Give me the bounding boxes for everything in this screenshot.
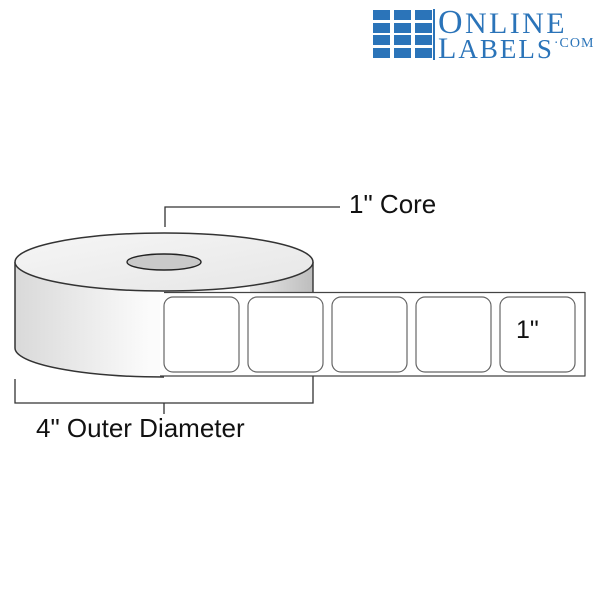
core-size-label: 1" Core [349,189,437,219]
outer-diameter-bracket [14,376,314,414]
label-strip [160,291,586,377]
logo-cap-o: O [438,4,465,41]
label-3 [331,296,408,373]
logo-dot-com: ·COM [553,36,595,51]
label-4 [415,296,492,373]
logo-online-rest: NLINE [464,7,567,40]
logo-labels-rest: ABELS [458,34,554,64]
label-1 [163,296,240,373]
logo-divider [433,9,435,60]
label-size-text: 1" [516,316,539,344]
online-labels-logo: ONLINE LABELS·COM [373,6,595,64]
label-5 [499,296,576,373]
logo-grid-icon [373,10,432,58]
logo-line-online: ONLINE [438,6,594,40]
logo-wordmark: ONLINE LABELS·COM [438,6,594,64]
roll-core-icon [126,253,202,271]
logo-line-labels: LABELS·COM [438,34,594,64]
label-2 [247,296,324,373]
outer-diameter-label: 4" Outer Diameter [36,413,245,443]
core-callout-line [164,206,340,227]
logo-cap-l: L [438,32,459,65]
